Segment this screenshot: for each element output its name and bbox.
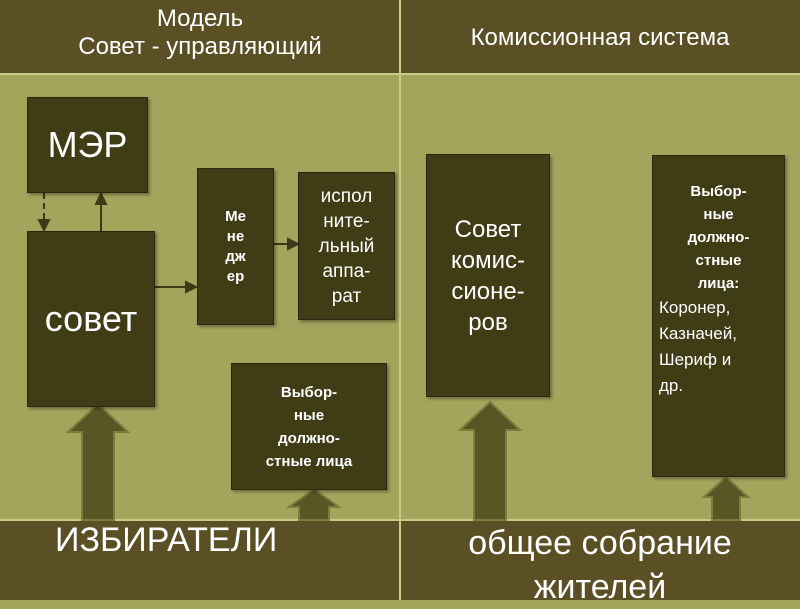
- mayor-label: МЭР: [47, 124, 128, 165]
- commission-council-box: Совет комис- сионе- ров: [426, 154, 550, 397]
- header-left-title: Модель Совет - управляющий: [0, 5, 400, 61]
- manager-label: Ме не дж ер: [225, 207, 246, 285]
- up-arrow-left-elected: [285, 487, 343, 521]
- council-box: совет: [27, 231, 155, 407]
- big-up-arrow-commission: [457, 400, 523, 521]
- header-right-title: Комиссионная система: [470, 24, 730, 51]
- apparatus-label: испол ните- льный аппа- рат: [318, 185, 375, 307]
- header-left-line1: Модель: [156, 5, 244, 32]
- council-to-mayor-head: [94, 191, 108, 205]
- left-elected-officials-box: Выбор- ные должно- стные лица: [231, 363, 387, 490]
- footer-left-label: ИЗБИРАТЕЛИ: [55, 521, 278, 559]
- up-arrow-right-elected: [701, 475, 751, 521]
- council-to-manager-head: [185, 280, 199, 294]
- commission-council-label: Совет комис- сионе- ров: [450, 215, 525, 336]
- apparatus-box: испол ните- льный аппа- рат: [298, 172, 395, 320]
- manager-to-apparatus-head: [287, 237, 301, 251]
- manager-box: Ме не дж ер: [197, 168, 274, 325]
- right-elected-officials-box: Выбор- ные должно- стные лица: Коронер, …: [652, 155, 785, 477]
- right-elected-officials-title: Выбор- ные должно- стные лица:: [687, 183, 750, 292]
- header-left-line2: Совет - управляющий: [78, 33, 322, 60]
- right-elected-officials-list: Коронер, Казначей, Шериф и др.: [659, 298, 737, 395]
- header-divider: [0, 73, 800, 75]
- big-up-arrow-voters: [65, 402, 131, 521]
- footer-right-label: общее собрание жителей: [468, 524, 732, 606]
- left-elected-officials-label: Выбор- ные должно- стные лица: [265, 383, 353, 470]
- mayor-to-council-head: [37, 219, 51, 233]
- column-divider: [399, 0, 401, 600]
- footer-divider: [0, 519, 800, 521]
- council-label: совет: [44, 298, 138, 339]
- mayor-box: МЭР: [27, 97, 148, 193]
